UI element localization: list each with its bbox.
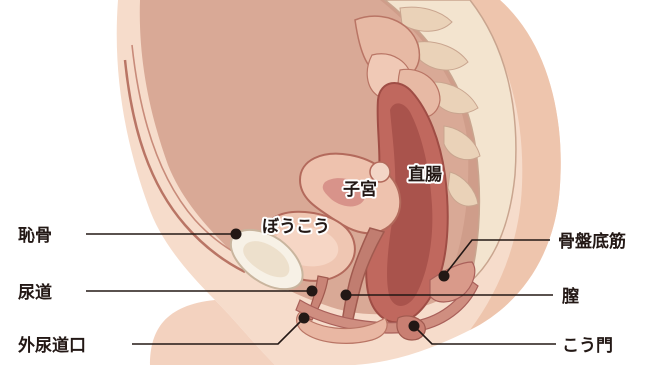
label-urethra: 尿道 xyxy=(18,282,52,303)
label-pelvic-floor: 骨盤底筋 xyxy=(558,231,626,252)
label-pubic-bone: 恥骨 xyxy=(18,226,52,246)
dot-pelvic-floor xyxy=(439,271,450,282)
label-anus: こう門 xyxy=(562,336,613,356)
label-bladder: ぼうこう xyxy=(262,217,330,237)
label-urethral-opening: 外尿道口 xyxy=(18,335,86,356)
label-uterus: 子宮 xyxy=(343,179,377,200)
dot-vagina xyxy=(341,290,352,301)
dot-anus xyxy=(409,321,420,332)
dot-pubic-bone xyxy=(231,229,242,240)
label-rectum: 直腸 xyxy=(408,164,442,185)
dot-urethral-opening xyxy=(299,313,310,324)
ovary xyxy=(370,162,390,182)
label-vagina: 膣 xyxy=(562,286,579,307)
dot-urethra xyxy=(307,286,318,297)
